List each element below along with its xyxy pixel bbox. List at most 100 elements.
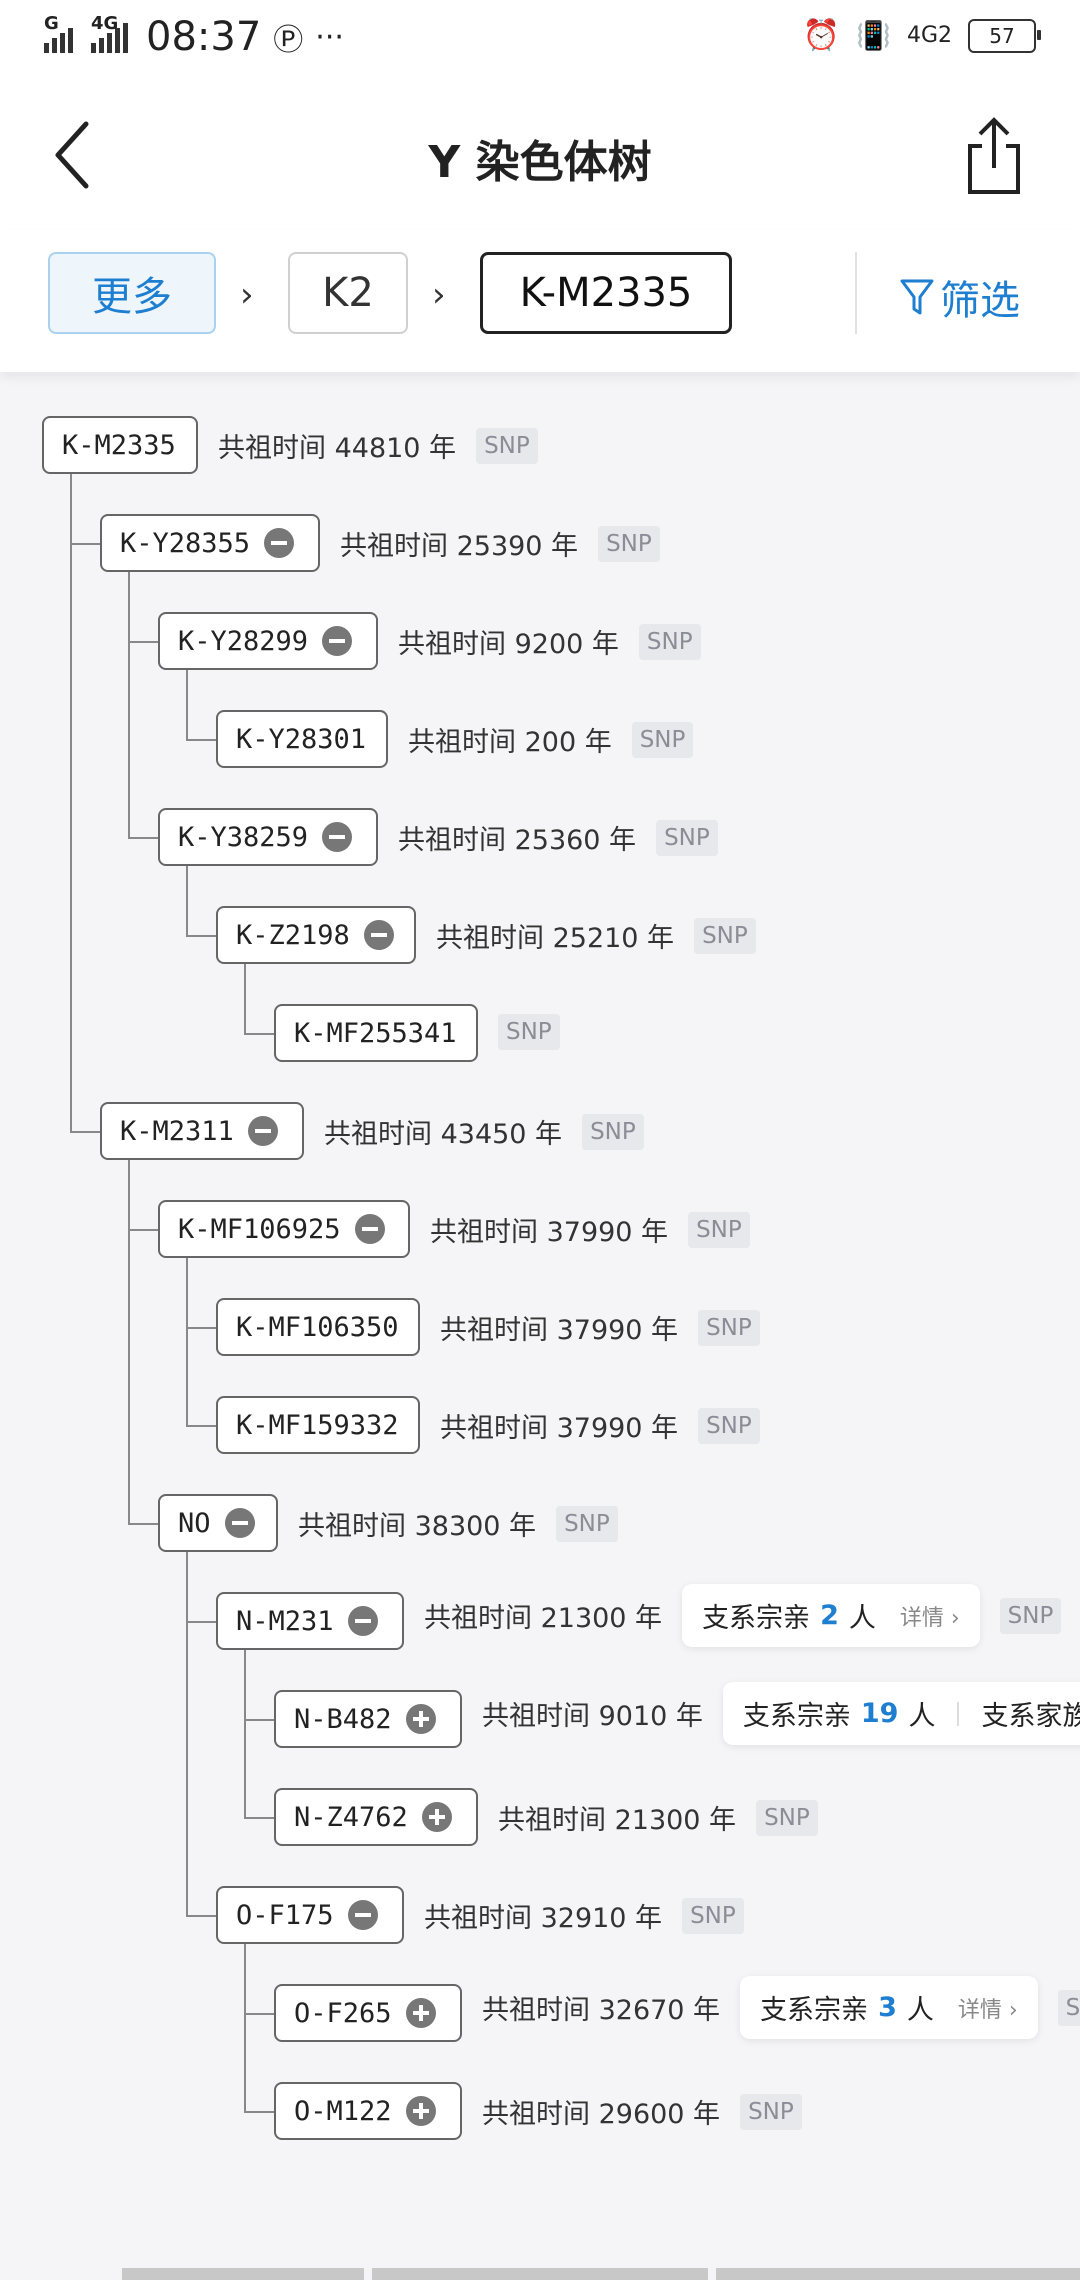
tree-node[interactable]: N-B482 [274, 1690, 462, 1748]
page-title: Y 染色体树 [428, 137, 652, 188]
breadcrumb: 更多 › K2 › K-M2335 筛选 [0, 230, 1080, 372]
tree-node-name: NO [178, 1507, 211, 1539]
detail-link[interactable]: 详情 › [957, 1997, 1018, 2023]
snp-badge[interactable]: SNP [694, 917, 756, 954]
tree-node[interactable]: K-Z2198 [216, 906, 416, 964]
snp-badge[interactable]: SNP [1057, 1989, 1080, 2026]
collapse-icon[interactable] [347, 1900, 378, 1930]
breadcrumb-more-button[interactable]: 更多 [48, 252, 216, 334]
tree-node-name: O-M122 [294, 2095, 392, 2127]
tree-connector [244, 964, 246, 1035]
tree-node[interactable]: O-M122 [274, 2082, 462, 2140]
filter-button[interactable]: 筛选 [900, 268, 1020, 326]
tree-node[interactable]: K-MF159332 [216, 1396, 420, 1454]
back-button[interactable] [52, 120, 92, 190]
ancestor-time: 共祖时间 38300 年 [298, 1511, 537, 1542]
tree-connector [128, 641, 158, 643]
tree-connector [186, 1621, 216, 1623]
tree-node[interactable]: O-F265 [274, 1984, 462, 2042]
tree-node[interactable]: O-F175 [216, 1886, 404, 1944]
snp-badge[interactable]: SNP [631, 721, 694, 758]
breadcrumb-k2[interactable]: K2 [288, 252, 408, 334]
snp-badge[interactable]: SNP [698, 1309, 760, 1346]
tree-node-name: K-M2335 [62, 429, 176, 461]
filter-icon [900, 279, 934, 315]
collapse-icon[interactable] [322, 626, 353, 656]
tree-node[interactable]: K-Y28355 [100, 514, 320, 572]
kin-count: 2 [820, 1600, 839, 1631]
scroll-indicator [716, 2268, 1080, 2280]
snp-badge[interactable]: SNP [688, 1211, 750, 1248]
snp-badge[interactable]: SNP [598, 525, 660, 562]
snp-badge[interactable]: SNP [582, 1113, 644, 1150]
ancestor-time: 共祖时间 25360 年 [398, 825, 637, 856]
collapse-icon[interactable] [264, 528, 295, 558]
tree-node-name: N-M231 [236, 1605, 334, 1637]
tree-node[interactable]: K-Y38259 [158, 808, 378, 866]
collapse-icon[interactable] [322, 822, 353, 852]
snp-badge[interactable]: SNP [756, 1799, 818, 1836]
collapse-icon[interactable] [363, 920, 394, 950]
snp-badge[interactable]: SNP [656, 819, 718, 856]
tree-node[interactable]: K-MF106925 [158, 1200, 410, 1258]
ancestor-time: 共祖时间 25390 年 [340, 531, 579, 562]
expand-icon[interactable] [405, 1998, 436, 2028]
snp-badge[interactable]: SNP [556, 1505, 618, 1542]
breadcrumb-current[interactable]: K-M2335 [480, 252, 732, 334]
tree-node[interactable]: NO [158, 1494, 278, 1552]
tree-node[interactable]: N-M231 [216, 1592, 404, 1650]
ancestor-time: 共祖时间 9200 年 [398, 629, 619, 660]
expand-icon[interactable] [405, 1704, 436, 1734]
ancestor-time: 共祖时间 43450 年 [324, 1119, 563, 1150]
tree-node[interactable]: K-Y28299 [158, 612, 378, 670]
tree-connector [244, 1033, 274, 1035]
tree-node-name: K-Y38259 [178, 821, 309, 853]
snp-badge[interactable]: SNP [682, 1897, 744, 1934]
detail-link[interactable]: 详情 › [899, 1605, 960, 1631]
tree-connector [186, 1425, 216, 1427]
snp-badge[interactable]: SNP [740, 2093, 802, 2130]
tree-node[interactable]: K-Y28301 [216, 710, 388, 768]
tree-node[interactable]: K-MF255341 [274, 1004, 478, 1062]
kin-label: 支系宗亲 [760, 1995, 869, 2026]
tree-node[interactable]: N-Z4762 [274, 1788, 478, 1846]
tree-node-name: K-Y28299 [178, 625, 309, 657]
filter-label: 筛选 [940, 278, 1020, 324]
snp-badge[interactable]: SNP [638, 623, 701, 660]
snp-badge[interactable]: SNP [698, 1407, 760, 1444]
tree-connector [186, 1327, 216, 1329]
app-notification-icon: Ⓟ [273, 23, 304, 58]
collapse-icon[interactable] [224, 1508, 255, 1538]
ancestor-time: 共祖时间 200 年 [408, 727, 612, 758]
tree-node-name: K-MF159332 [236, 1409, 399, 1441]
expand-icon[interactable] [405, 2096, 436, 2126]
tree-connector [186, 935, 216, 937]
collapse-icon[interactable] [347, 1606, 378, 1636]
tree-node-name: K-MF255341 [294, 1017, 457, 1049]
tree-node[interactable]: K-MF106350 [216, 1298, 420, 1356]
tree-connector [244, 2111, 274, 2113]
vibrate-icon: 📳 [856, 19, 891, 52]
network-label: 4G2 [906, 23, 952, 48]
snp-badge[interactable]: SNP [498, 1014, 560, 1050]
tree-connector [128, 1523, 158, 1525]
collapse-icon[interactable] [354, 1214, 385, 1244]
tree-node-name: O-F265 [294, 1997, 392, 2029]
snp-badge[interactable]: SNP [999, 1597, 1062, 1634]
chevron-right-icon: › [240, 275, 254, 315]
tree-node[interactable]: K-M2311 [100, 1102, 304, 1160]
snp-badge[interactable]: SNP [476, 427, 538, 464]
expand-icon[interactable] [421, 1802, 452, 1832]
collapse-icon[interactable] [247, 1116, 278, 1146]
share-button[interactable] [964, 116, 1024, 196]
tree-node[interactable]: K-M2335 [42, 416, 198, 474]
